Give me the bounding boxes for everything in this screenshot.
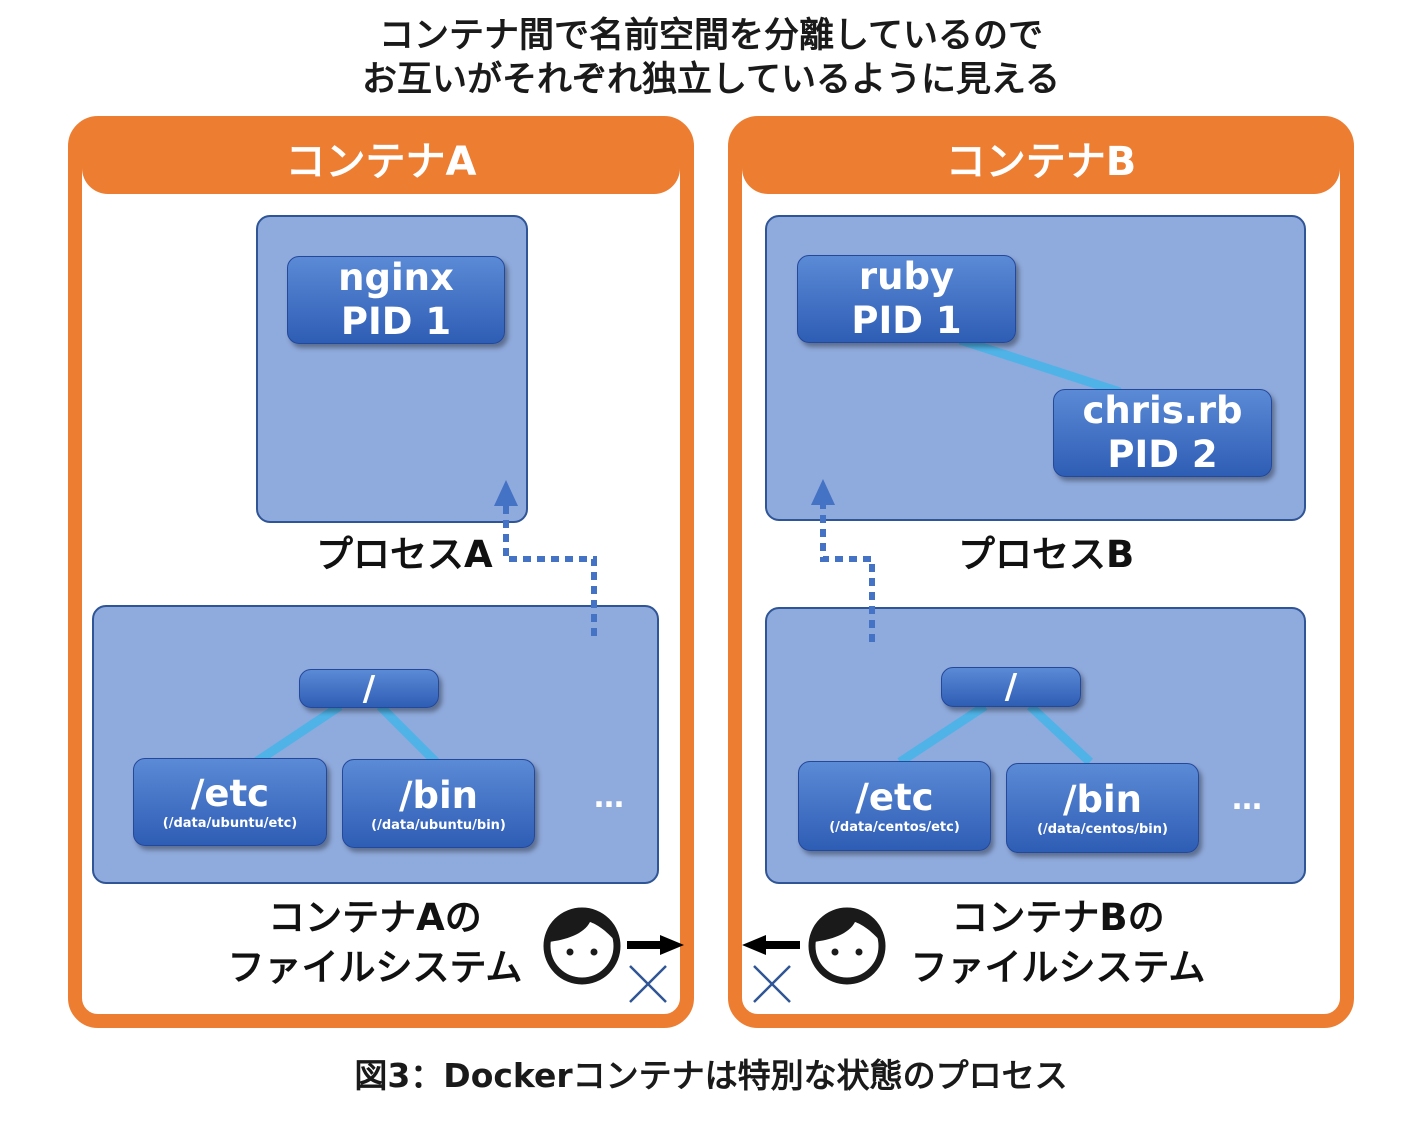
process-name: ruby [858,255,955,298]
fs-more-a: … [594,780,624,815]
fs-dir-path: (/data/centos/etc) [829,820,960,835]
process-pid: PID 1 [851,299,962,342]
fs-root-label: / [362,668,376,709]
arrowhead-b [811,479,835,505]
arrowhead-a [494,480,518,506]
fs-dir-b-etc: /etc (/data/centos/etc) [798,761,991,851]
process-region-b-label: プロセスB [958,533,1135,576]
fs-dir-path: (/data/ubuntu/bin) [371,817,506,833]
user-face-icon [543,907,621,985]
fs-label-a-line2: ファイルシステム [227,946,523,989]
dotted-path-a [503,506,597,636]
container-b-header: コンテナB [742,130,1340,194]
fs-root-label: / [1004,667,1018,707]
fs-dir-path: (/data/centos/bin) [1037,822,1168,837]
heading-line-2: お互いがそれぞれ独立しているように見える [362,60,1060,100]
process-region-a-label: プロセスA [316,533,493,576]
arrow-right-icon [627,935,684,955]
tree-line-b-etc [897,702,988,766]
process-pid: PID 2 [1107,433,1218,476]
fs-dir-b-bin: /bin (/data/centos/bin) [1006,763,1199,853]
fs-label-b: コンテナBの ファイルシステム [893,893,1223,993]
dotted-path-b [820,505,875,642]
fs-dir-name: /bin [398,773,479,817]
fs-label-a-line1: コンテナAの [268,896,482,939]
fs-dir-name: /etc [190,772,270,815]
tree-line-a-etc [253,702,343,766]
diagram-heading: コンテナ間で名前空間を分離しているので お互いがそれぞれ独立しているように見える [0,14,1422,102]
process-line-b [958,335,1122,397]
fs-root-a: / [299,668,439,709]
cross-icon [629,965,667,1003]
container-a-header: コンテナA [82,130,680,194]
process-pid: PID 1 [340,300,452,343]
fs-dir-a-bin: /bin (/data/ubuntu/bin) [342,759,535,848]
process-box-ruby: ruby PID 1 [797,255,1016,343]
fs-root-b: / [941,667,1081,707]
fs-label-b-line2: ファイルシステム [910,946,1206,989]
fs-dir-a-etc: /etc (/data/ubuntu/etc) [133,758,327,846]
fs-label-a: コンテナAの ファイルシステム [210,893,540,993]
tree-line-a-bin [376,702,440,766]
process-box-chris-rb: chris.rb PID 2 [1053,389,1272,477]
process-box-nginx: nginx PID 1 [287,256,505,344]
user-face-icon [808,907,886,985]
heading-line-1: コンテナ間で名前空間を分離しているので [379,16,1043,56]
process-name: chris.rb [1082,389,1243,432]
fs-more-b: … [1232,782,1262,817]
process-name: nginx [338,256,454,299]
tree-line-b-bin [1026,702,1094,766]
fs-dir-path: (/data/ubuntu/etc) [162,816,298,831]
cross-icon [753,965,791,1003]
fs-dir-name: /bin [1062,778,1143,821]
fs-label-b-line1: コンテナBの [951,896,1165,939]
figure-caption: 図3：Dockerコンテナは特別な状態のプロセス [354,1056,1068,1095]
fs-dir-name: /etc [855,776,934,819]
arrow-left-icon [742,935,800,955]
